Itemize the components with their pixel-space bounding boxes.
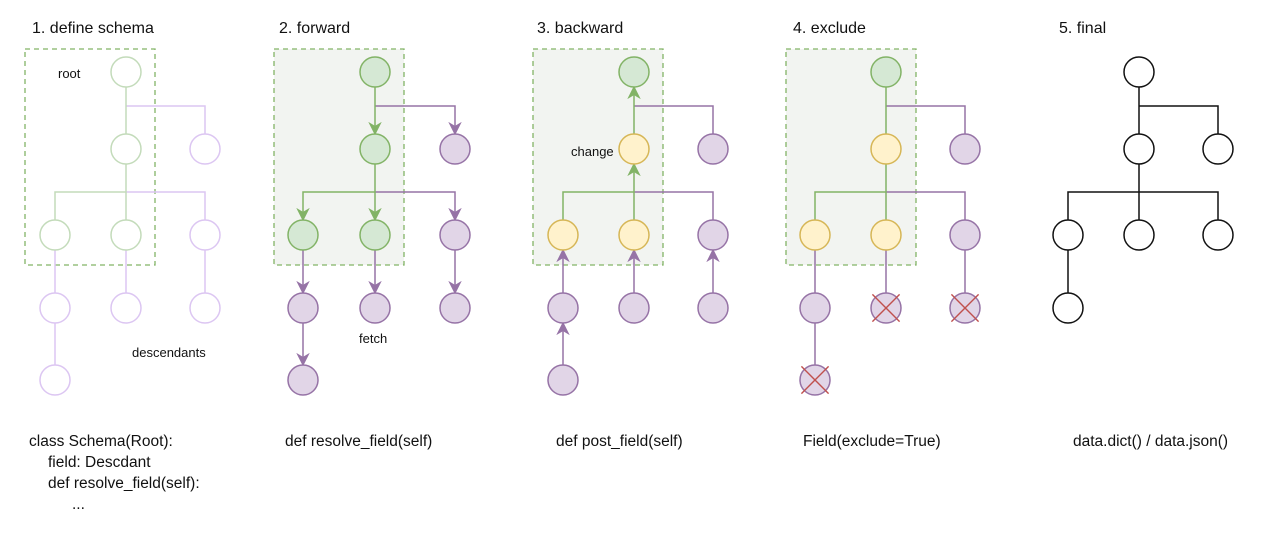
change-label: change xyxy=(571,144,614,159)
panel-define-schema: 1. define schema root descendants class … xyxy=(24,20,221,513)
tree-node xyxy=(1202,219,1234,251)
code-line: ... xyxy=(72,496,85,513)
tree-edge xyxy=(126,191,206,220)
changed-node xyxy=(870,133,902,165)
tree-node xyxy=(359,219,391,251)
descendant-node xyxy=(697,133,729,165)
descendant-node xyxy=(949,133,981,165)
code-line: def resolve_field(self): xyxy=(48,475,200,492)
tree-edges xyxy=(54,87,206,365)
panel-title: 3. backward xyxy=(537,20,623,37)
root-label: root xyxy=(58,66,81,81)
descendant-node xyxy=(439,292,471,324)
descendant-node xyxy=(547,364,579,396)
root-scope-box xyxy=(24,48,156,266)
panel-title: 1. define schema xyxy=(32,20,154,37)
tree-node xyxy=(39,219,71,251)
descendant-node xyxy=(287,364,319,396)
changed-node xyxy=(870,219,902,251)
descendant-node xyxy=(618,292,650,324)
tree-edge xyxy=(814,191,886,220)
changed-node xyxy=(799,219,831,251)
descendant-node xyxy=(39,292,71,324)
tree-edge xyxy=(375,191,462,222)
tree-edge xyxy=(886,105,966,134)
descendant-node xyxy=(39,364,71,396)
code-line: Field(exclude=True) xyxy=(803,433,941,450)
code-line: def post_field(self) xyxy=(556,433,683,450)
tree-nodes xyxy=(39,56,221,396)
panel-forward: 2. forward fetch def resolve_field(self) xyxy=(273,20,471,450)
exclude-cross-mark xyxy=(950,293,980,323)
tree-node xyxy=(1123,219,1155,251)
tree-node xyxy=(359,133,391,165)
panel-backward: 3. backward change def post_field(self) xyxy=(532,20,729,450)
tree-node xyxy=(110,219,142,251)
descendant-node xyxy=(110,292,142,324)
tree-nodes xyxy=(287,56,471,396)
descendant-node xyxy=(287,292,319,324)
tree-nodes xyxy=(799,56,981,396)
tree-edge xyxy=(886,191,966,220)
descendant-node xyxy=(189,292,221,324)
descendant-node xyxy=(547,292,579,324)
panel-exclude: 4. exclude Field(exclude=True) xyxy=(785,20,981,450)
code-line: def resolve_field(self) xyxy=(285,433,432,450)
panel-final: 5. final data.dict() / data.json() xyxy=(1052,20,1234,450)
fetch-label: fetch xyxy=(359,331,387,346)
tree-edge xyxy=(634,191,714,220)
tree-edge xyxy=(562,191,634,220)
changed-node xyxy=(618,219,650,251)
changed-node xyxy=(618,133,650,165)
fetched-node xyxy=(359,292,391,324)
tree-edges xyxy=(556,85,720,365)
tree-edge xyxy=(296,191,375,222)
tree-edge xyxy=(1139,105,1219,134)
exclude-cross-mark xyxy=(800,365,830,395)
exclude-cross-mark xyxy=(871,293,901,323)
tree-edge xyxy=(54,191,126,220)
tree-nodes xyxy=(547,56,729,396)
tree-edges xyxy=(814,87,966,365)
descendant-node xyxy=(189,133,221,165)
descendant-node xyxy=(799,292,831,324)
tree-edges xyxy=(296,87,462,367)
descendant-node xyxy=(949,219,981,251)
tree-edges xyxy=(1067,87,1219,293)
code-line: field: Descdant xyxy=(48,454,151,471)
panel-title: 5. final xyxy=(1059,20,1106,37)
descendant-node xyxy=(697,292,729,324)
tree-edge xyxy=(634,105,714,134)
tree-edge xyxy=(126,105,206,134)
descendant-node xyxy=(189,219,221,251)
tree-nodes xyxy=(1052,56,1234,324)
descendant-node xyxy=(697,219,729,251)
code-line: class Schema(Root): xyxy=(29,433,173,450)
descendant-node xyxy=(439,219,471,251)
changed-node xyxy=(547,219,579,251)
panel-title: 4. exclude xyxy=(793,20,866,37)
root-node xyxy=(1123,56,1155,88)
tree-edge xyxy=(375,105,462,136)
tree-node xyxy=(1202,133,1234,165)
tree-node xyxy=(1123,133,1155,165)
tree-node xyxy=(1052,219,1084,251)
panel-title: 2. forward xyxy=(279,20,350,37)
root-node xyxy=(618,56,650,88)
root-node xyxy=(359,56,391,88)
root-node xyxy=(870,56,902,88)
tree-node xyxy=(1052,292,1084,324)
root-node xyxy=(110,56,142,88)
tree-node xyxy=(287,219,319,251)
descendants-label: descendants xyxy=(132,345,206,360)
code-line: data.dict() / data.json() xyxy=(1073,433,1228,450)
descendant-node xyxy=(439,133,471,165)
tree-node xyxy=(110,133,142,165)
tree-edge xyxy=(1067,191,1219,220)
